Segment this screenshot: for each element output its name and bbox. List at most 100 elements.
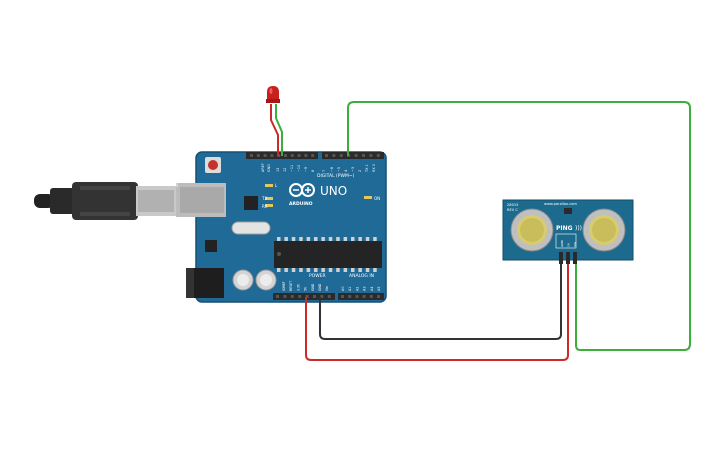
digital-pin-label: ~11	[290, 165, 294, 172]
header-hole[interactable]	[276, 295, 279, 298]
power-pin-label: Vin	[325, 286, 329, 291]
chip-pin	[291, 268, 296, 272]
header-hole[interactable]	[263, 154, 267, 157]
wire-led-red[interactable]	[270, 104, 279, 156]
l-label: L	[275, 183, 278, 188]
header-hole[interactable]	[369, 295, 373, 298]
analog-pin-label: A3	[363, 287, 367, 291]
digital-pin-label: ~9	[304, 167, 308, 172]
header-hole[interactable]	[362, 295, 366, 298]
power-pin-label: RESET	[289, 281, 293, 291]
header-hole[interactable]	[250, 154, 253, 157]
chip-pins-top	[277, 237, 377, 241]
sensor-website: www.parallax.com	[544, 202, 577, 206]
ping-sensor: www.parallax.com 28015 REV C PING ))) GN…	[502, 199, 634, 264]
chip-pin	[336, 268, 340, 272]
digital-label: DIGITAL (PWM~)	[317, 173, 355, 179]
digital-pin-label: RX 0	[372, 164, 376, 172]
wire-led-green[interactable]	[275, 104, 283, 156]
analog-pin-label: A2	[355, 287, 359, 291]
header-hole[interactable]	[290, 154, 294, 157]
header-hole[interactable]	[284, 154, 287, 157]
arduino-logo-icon	[289, 183, 315, 197]
wire-power-red[interactable]	[305, 260, 569, 361]
chip-pin	[343, 237, 348, 241]
header-hole[interactable]	[341, 295, 344, 298]
header-hole[interactable]	[298, 295, 302, 298]
digital-pin-label: TX 1	[365, 164, 369, 173]
header-hole[interactable]	[297, 154, 301, 157]
digital-pin-label: 2	[358, 170, 362, 172]
header-hole[interactable]	[283, 295, 287, 298]
chip-pin	[358, 237, 362, 241]
header-hole[interactable]	[290, 295, 294, 298]
header-hole[interactable]	[305, 295, 309, 298]
sensor-pin[interactable]	[559, 252, 563, 264]
brand-sub-label: ARDUINO	[289, 201, 313, 207]
header-hole[interactable]	[270, 154, 274, 157]
sensor-model: PING	[556, 225, 573, 232]
on-label: ON	[374, 196, 380, 201]
header-hole[interactable]	[311, 154, 315, 157]
header-hole[interactable]	[376, 154, 380, 157]
power-pin-label: 5V	[304, 286, 308, 291]
sound-wave-icon: )))	[575, 225, 582, 232]
chip-pin	[351, 268, 355, 272]
header-hole[interactable]	[377, 295, 380, 298]
digital-pin-label: ~10	[297, 165, 301, 172]
power-label: POWER	[309, 273, 326, 279]
power-header	[273, 293, 335, 300]
header-hole[interactable]	[339, 154, 343, 157]
analog-pin-label: A0	[341, 287, 345, 291]
chip-pin	[373, 237, 377, 241]
analog-header	[338, 293, 384, 300]
header-hole[interactable]	[369, 154, 373, 157]
digital-pin-label: 13	[276, 168, 280, 172]
power-pin-label: 3.3V	[296, 283, 300, 291]
chip-pin	[314, 268, 318, 272]
brand-label: UNO	[320, 184, 347, 198]
header-hole[interactable]	[332, 154, 336, 157]
header-hole[interactable]	[325, 154, 328, 157]
chip-pin	[336, 237, 340, 241]
chip-pins-bottom	[277, 268, 377, 272]
header-hole[interactable]	[348, 295, 352, 298]
header-hole[interactable]	[355, 295, 359, 298]
chip-pin	[328, 237, 333, 241]
header-hole[interactable]	[304, 154, 308, 157]
led-icon[interactable]	[266, 86, 280, 103]
chip-pin	[358, 268, 362, 272]
board-body	[195, 151, 387, 303]
chip-pin	[321, 237, 325, 241]
chip-pin	[277, 237, 281, 241]
digital-header-right	[322, 152, 384, 159]
header-hole[interactable]	[320, 295, 324, 298]
sensor-pin[interactable]	[566, 252, 570, 264]
chip-pin	[328, 268, 333, 272]
digital-pin-label: 12	[283, 168, 287, 172]
chip-pin	[314, 237, 318, 241]
header-hole[interactable]	[362, 154, 365, 157]
wire-ground-black[interactable]	[319, 260, 562, 340]
digital-pin-label: ~5	[337, 167, 341, 172]
sensor-part: 28015	[507, 203, 518, 207]
digital-pin-label: ~3	[351, 167, 355, 172]
chip-pin	[284, 237, 288, 241]
header-hole[interactable]	[256, 154, 260, 157]
digital-pin-label: GND	[267, 164, 271, 172]
chip-pin	[351, 237, 355, 241]
chip-pin	[299, 237, 303, 241]
header-hole[interactable]	[313, 295, 316, 298]
chip-pin	[321, 268, 325, 272]
wire-signal-green[interactable]	[347, 101, 691, 351]
digital-pin-label: 8	[311, 170, 315, 172]
chip-pin	[284, 268, 288, 272]
header-hole[interactable]	[354, 154, 358, 157]
chip-pin	[343, 268, 348, 272]
header-hole[interactable]	[327, 295, 331, 298]
sensor-pin[interactable]	[573, 252, 577, 264]
chip-pin	[299, 268, 303, 272]
